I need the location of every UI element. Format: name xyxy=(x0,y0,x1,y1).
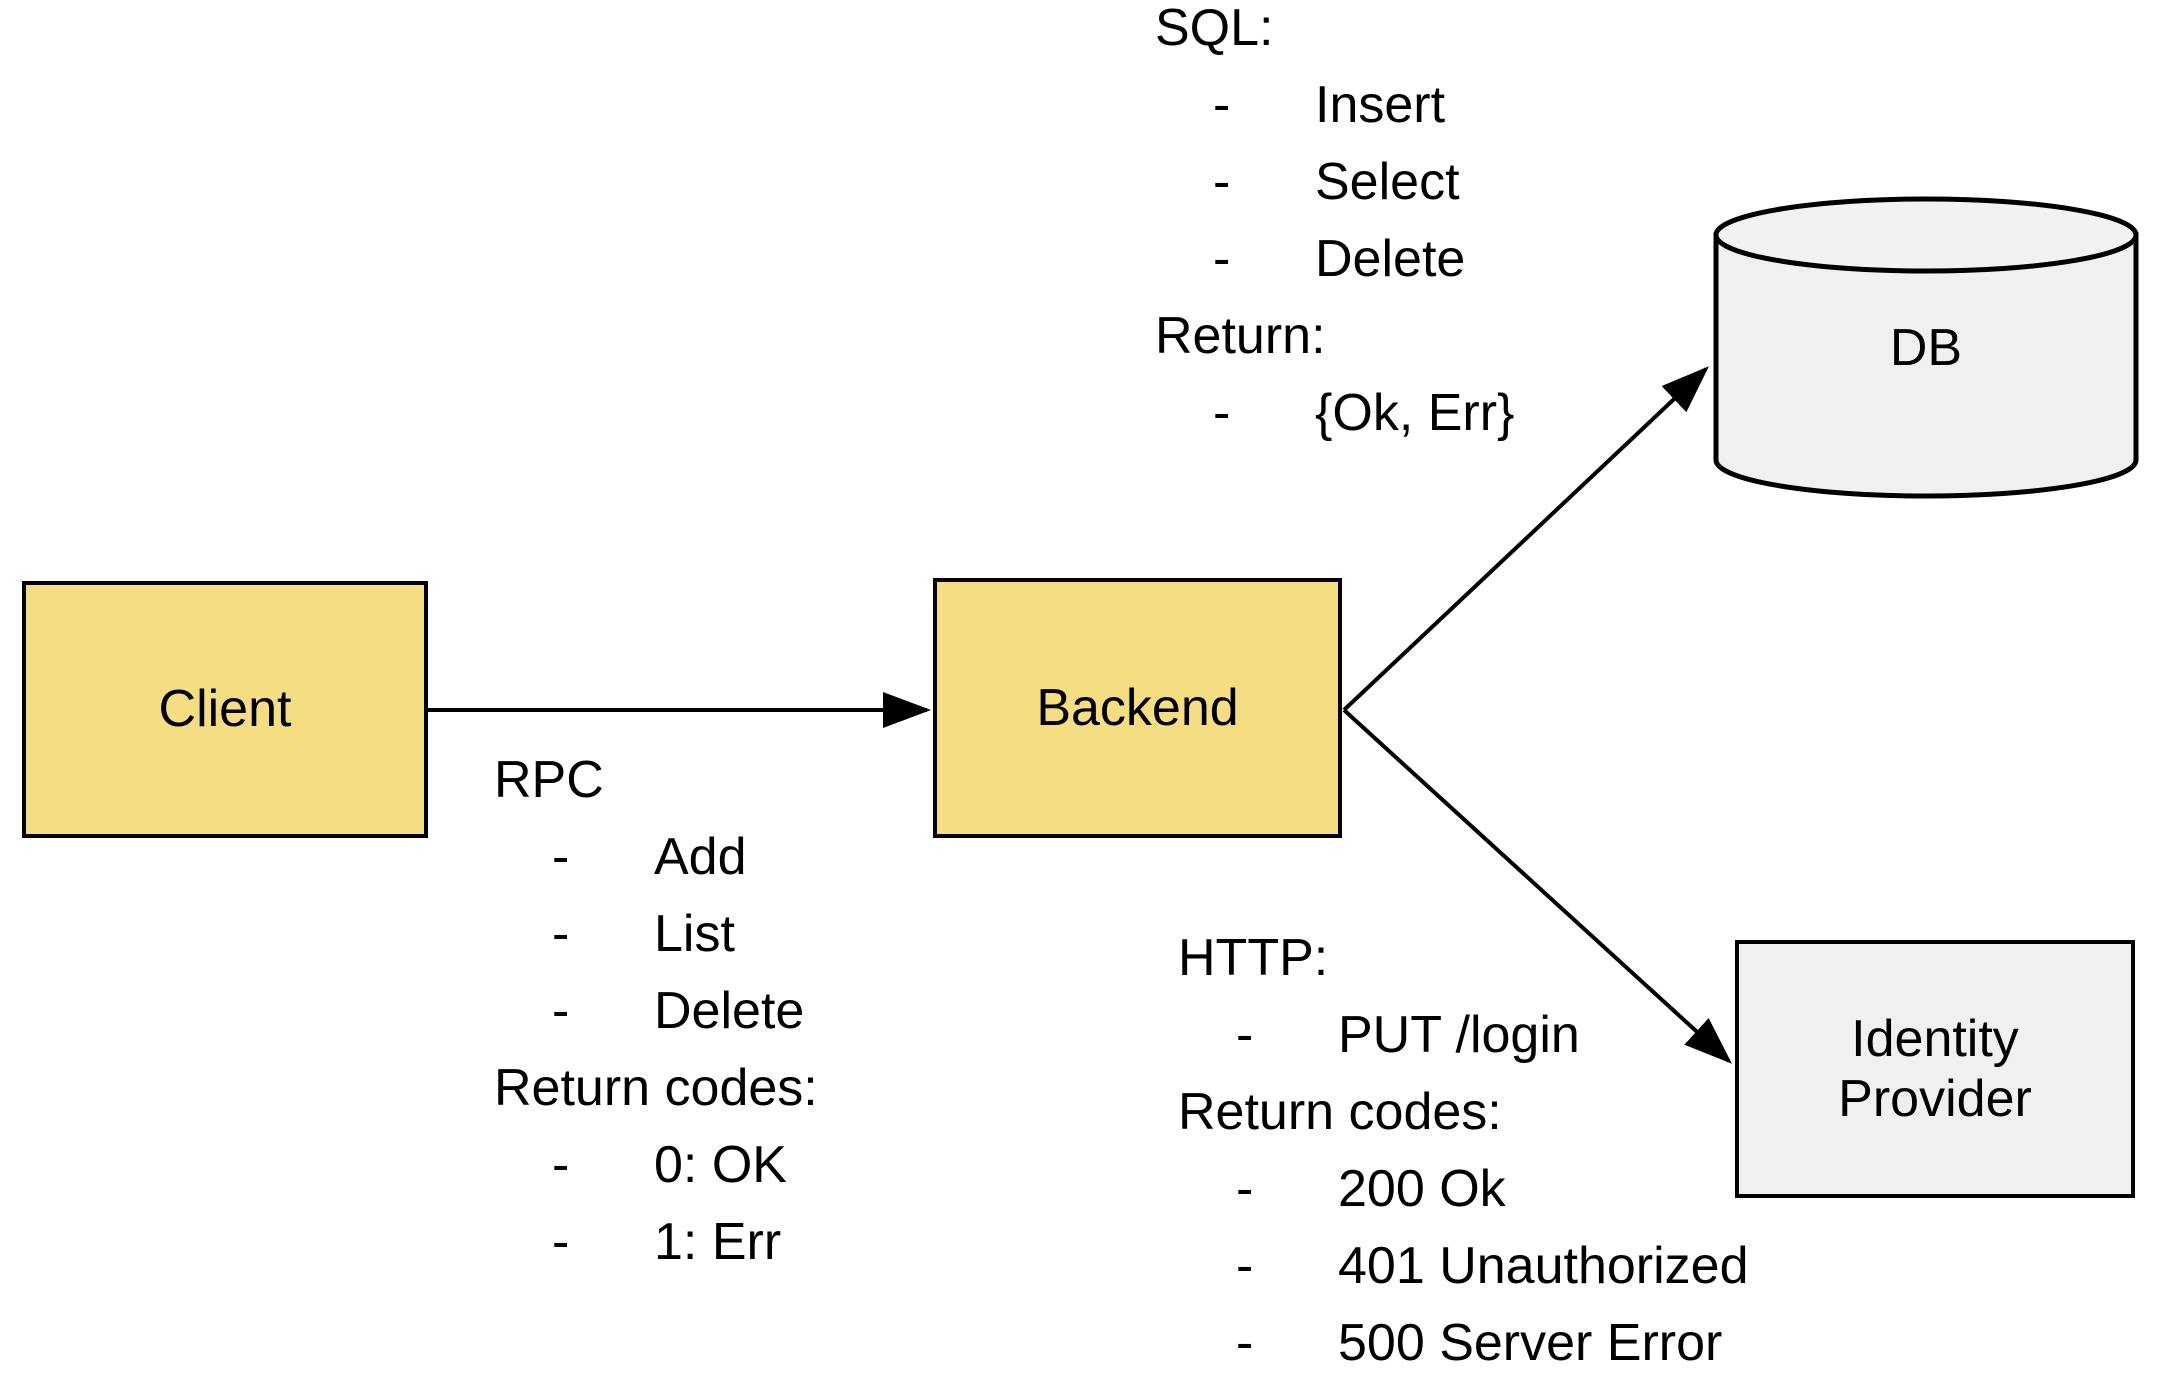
node-identity-provider[interactable]: Identity Provider xyxy=(1735,940,2135,1198)
annotation-http-subitem-label: 500 Server Error xyxy=(1338,1314,1723,1372)
bullet-dash: - xyxy=(1213,230,1231,288)
annotation-sql: SQL: - Insert - Select - Delete Return: - {O… xyxy=(1155,0,1514,452)
annotation-rpc-subitem-label: 0: OK xyxy=(654,1136,787,1194)
annotation-sql-item: - Select xyxy=(1155,144,1514,221)
annotation-http-subitem-label: 401 Unauthorized xyxy=(1338,1237,1749,1295)
annotation-http-subitem: - 200 Ok xyxy=(1178,1151,1749,1228)
node-identity-provider-label: Identity Provider xyxy=(1838,1009,2032,1128)
annotation-http-item: - PUT /login xyxy=(1178,997,1749,1074)
annotation-http-item-label: PUT /login xyxy=(1338,1006,1580,1064)
annotation-rpc: RPC - Add - List - Delete Return codes: - 0:… xyxy=(494,742,818,1281)
annotation-rpc-item-label: Add xyxy=(654,828,747,886)
annotation-rpc-subitem: - 0: OK xyxy=(494,1127,818,1204)
annotation-rpc-item: - Add xyxy=(494,819,818,896)
bullet-dash: - xyxy=(552,828,570,886)
annotation-sql-subitem: - {Ok, Err} xyxy=(1155,375,1514,452)
node-db-label: DB xyxy=(1889,318,1963,377)
bullet-dash: - xyxy=(1236,1160,1254,1218)
annotation-http-subitem: - 500 Server Error xyxy=(1178,1305,1749,1382)
annotation-rpc-item-label: Delete xyxy=(654,982,805,1040)
annotation-rpc-subitem: - 1: Err xyxy=(494,1204,818,1281)
cylinder-shape xyxy=(1713,196,2139,499)
annotation-rpc-item: - List xyxy=(494,896,818,973)
annotation-http-subheading: Return codes: xyxy=(1178,1083,1502,1141)
bullet-dash: - xyxy=(1236,1237,1254,1295)
node-backend-label: Backend xyxy=(1036,678,1239,737)
bullet-dash: - xyxy=(552,1213,570,1271)
annotation-sql-subitem-label: {Ok, Err} xyxy=(1315,384,1515,442)
bullet-dash: - xyxy=(552,905,570,963)
annotation-http-subitem: - 401 Unauthorized xyxy=(1178,1228,1749,1305)
node-db[interactable]: DB xyxy=(1712,195,2140,500)
annotation-sql-item: - Delete xyxy=(1155,221,1514,298)
node-client-label: Client xyxy=(158,680,292,739)
annotation-rpc-item-label: List xyxy=(654,905,735,963)
annotation-sql-item-label: Delete xyxy=(1315,230,1466,288)
bullet-dash: - xyxy=(1236,1006,1254,1064)
bullet-dash: - xyxy=(552,1136,570,1194)
node-backend[interactable]: Backend xyxy=(933,578,1342,838)
annotation-rpc-subheading: Return codes: xyxy=(494,1059,818,1117)
annotation-http-heading: HTTP: xyxy=(1178,929,1329,987)
annotation-sql-item-label: Select xyxy=(1315,153,1460,211)
bullet-dash: - xyxy=(1213,76,1231,134)
annotation-rpc-item: - Delete xyxy=(494,973,818,1050)
annotation-sql-item: - Insert xyxy=(1155,67,1514,144)
node-client[interactable]: Client xyxy=(22,581,428,838)
node-db-label-wrap: DB xyxy=(1712,195,2140,500)
bullet-dash: - xyxy=(1213,384,1231,442)
annotation-rpc-subitem-label: 1: Err xyxy=(654,1213,782,1271)
annotation-sql-subheading: Return: xyxy=(1155,307,1326,365)
annotation-http: HTTP: -PUT /login Return codes: -200 Ok … xyxy=(1178,920,1749,1382)
annotation-sql-heading: SQL: xyxy=(1155,0,1274,57)
annotation-rpc-heading: RPC xyxy=(494,751,604,809)
bullet-dash: - xyxy=(552,982,570,1040)
annotation-http-subitem-label: 200 Ok xyxy=(1338,1160,1506,1218)
bullet-dash: - xyxy=(1213,153,1231,211)
bullet-dash: - xyxy=(1236,1314,1254,1372)
annotation-sql-item-label: Insert xyxy=(1315,76,1446,134)
